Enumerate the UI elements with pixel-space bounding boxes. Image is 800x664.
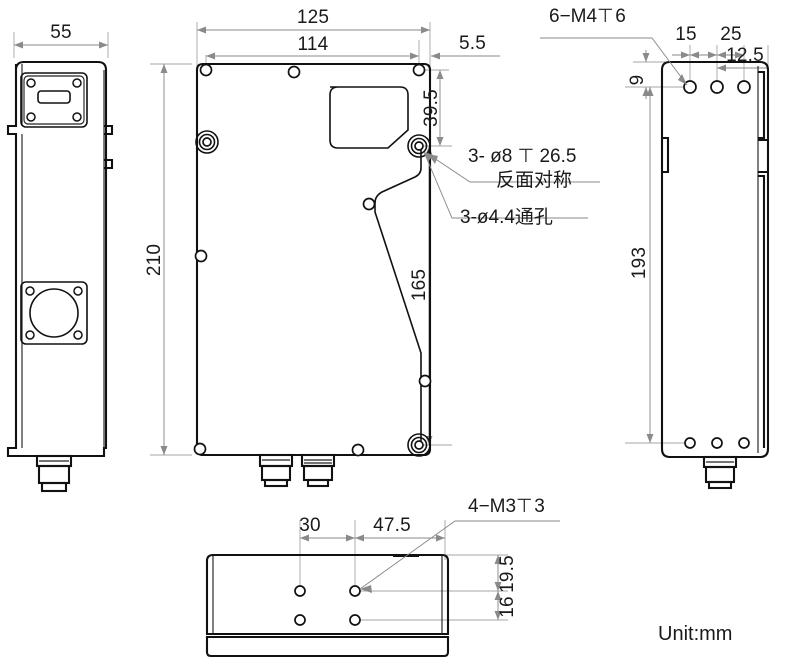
callout-m3: 4−M3⊤ 3 bbox=[468, 496, 545, 517]
view-bottom bbox=[205, 520, 560, 658]
front-view-cable-gland-2 bbox=[300, 453, 336, 488]
left-view-notch-lower bbox=[104, 158, 114, 170]
front-view-window bbox=[329, 86, 409, 149]
dimension-left-width bbox=[13, 32, 109, 58]
front-view-cable-gland-1 bbox=[258, 453, 294, 488]
right-view-cable-gland bbox=[702, 455, 738, 490]
dim-label-125: 125 bbox=[297, 7, 329, 28]
right-view-m4-hole-2 bbox=[710, 80, 724, 94]
dim-label-55: 55 bbox=[50, 22, 72, 43]
right-view-m4-hole-5 bbox=[711, 437, 723, 449]
right-view-outline bbox=[660, 60, 770, 459]
front-view-hole-mid-right bbox=[418, 374, 432, 388]
front-view-hole-top-right bbox=[412, 63, 426, 77]
callout-counterbore-note: 反面对称 bbox=[496, 169, 572, 191]
dimension-front-width-125 bbox=[196, 22, 431, 66]
dim-label-114: 114 bbox=[298, 34, 329, 55]
bottom-view-m3-hole-3 bbox=[294, 614, 306, 626]
right-view-m4-hole-4 bbox=[684, 437, 696, 449]
dim-label-16: 16 bbox=[497, 596, 518, 618]
bottom-view-m3-hole-2 bbox=[349, 585, 361, 597]
dim-label-193: 193 bbox=[629, 247, 650, 279]
left-view-rect-connector bbox=[20, 72, 88, 128]
dim-label-47-5: 47.5 bbox=[373, 515, 411, 536]
front-view-hole-bottom-mid bbox=[351, 443, 365, 457]
bottom-view-outline bbox=[205, 553, 450, 636]
dim-label-9: 9 bbox=[627, 75, 648, 86]
dim-label-210: 210 bbox=[144, 244, 165, 276]
view-front bbox=[150, 22, 600, 488]
right-view-notch-left bbox=[662, 136, 670, 174]
dimension-right-15 bbox=[672, 45, 718, 88]
front-view-hole-profile bbox=[362, 197, 376, 211]
dimension-front-height-210 bbox=[150, 63, 192, 456]
right-view-side-step bbox=[758, 138, 768, 174]
view-left-side bbox=[6, 32, 114, 493]
dim-label-25: 25 bbox=[720, 24, 742, 45]
callout-through-hole: 3-ø4.4通孔 bbox=[460, 206, 553, 228]
dim-label-165: 165 bbox=[409, 269, 430, 301]
right-view-m4-hole-3 bbox=[737, 80, 751, 94]
right-view-m4-hole-6 bbox=[738, 437, 750, 449]
front-view-counterbore-top-right bbox=[407, 134, 431, 158]
front-view-hole-mid-left bbox=[194, 249, 208, 263]
callout-m4: 6−M4⊤ 6 bbox=[549, 6, 626, 27]
bottom-view-m3-hole-4 bbox=[349, 614, 361, 626]
dim-label-5-5: 5.5 bbox=[459, 33, 486, 54]
bottom-view-front-lip bbox=[205, 635, 450, 658]
dim-label-39-5: 39.5 bbox=[421, 89, 442, 127]
callout-leader-m4 bbox=[540, 37, 688, 86]
callout-counterbore: 3- ø8 ⊤ 26.5 bbox=[468, 146, 576, 167]
dimension-bottom-47-5 bbox=[355, 520, 446, 560]
bottom-view-m3-hole-1 bbox=[294, 585, 306, 597]
left-view-outline bbox=[6, 60, 108, 458]
right-view-edge-detail bbox=[758, 70, 766, 448]
left-view-round-connector bbox=[20, 281, 88, 345]
callout-leader-through-hole bbox=[423, 151, 588, 219]
front-view-hole-bottom-left bbox=[193, 442, 207, 456]
left-view-cable-gland bbox=[35, 454, 73, 493]
front-view-counterbore-bottom-right bbox=[407, 433, 431, 457]
unit-note: Unit:mm bbox=[658, 623, 732, 645]
dimension-right-193 bbox=[625, 86, 686, 444]
front-view-hole-top-mid bbox=[287, 65, 301, 79]
dim-label-30: 30 bbox=[299, 515, 321, 536]
callout-leader-m3 bbox=[359, 520, 560, 593]
front-view-hole-top-left bbox=[199, 63, 213, 77]
left-view-notch-upper bbox=[104, 124, 114, 136]
right-view-m4-hole-1 bbox=[683, 80, 697, 94]
dimension-bottom-16 bbox=[360, 591, 508, 621]
front-view-counterbore-left bbox=[195, 130, 219, 154]
front-view-outline bbox=[195, 62, 432, 457]
view-right-side bbox=[540, 37, 770, 490]
dim-label-15: 15 bbox=[675, 24, 697, 45]
dim-label-12-5: 12.5 bbox=[726, 45, 764, 66]
dim-label-19-5: 19.5 bbox=[497, 555, 518, 593]
